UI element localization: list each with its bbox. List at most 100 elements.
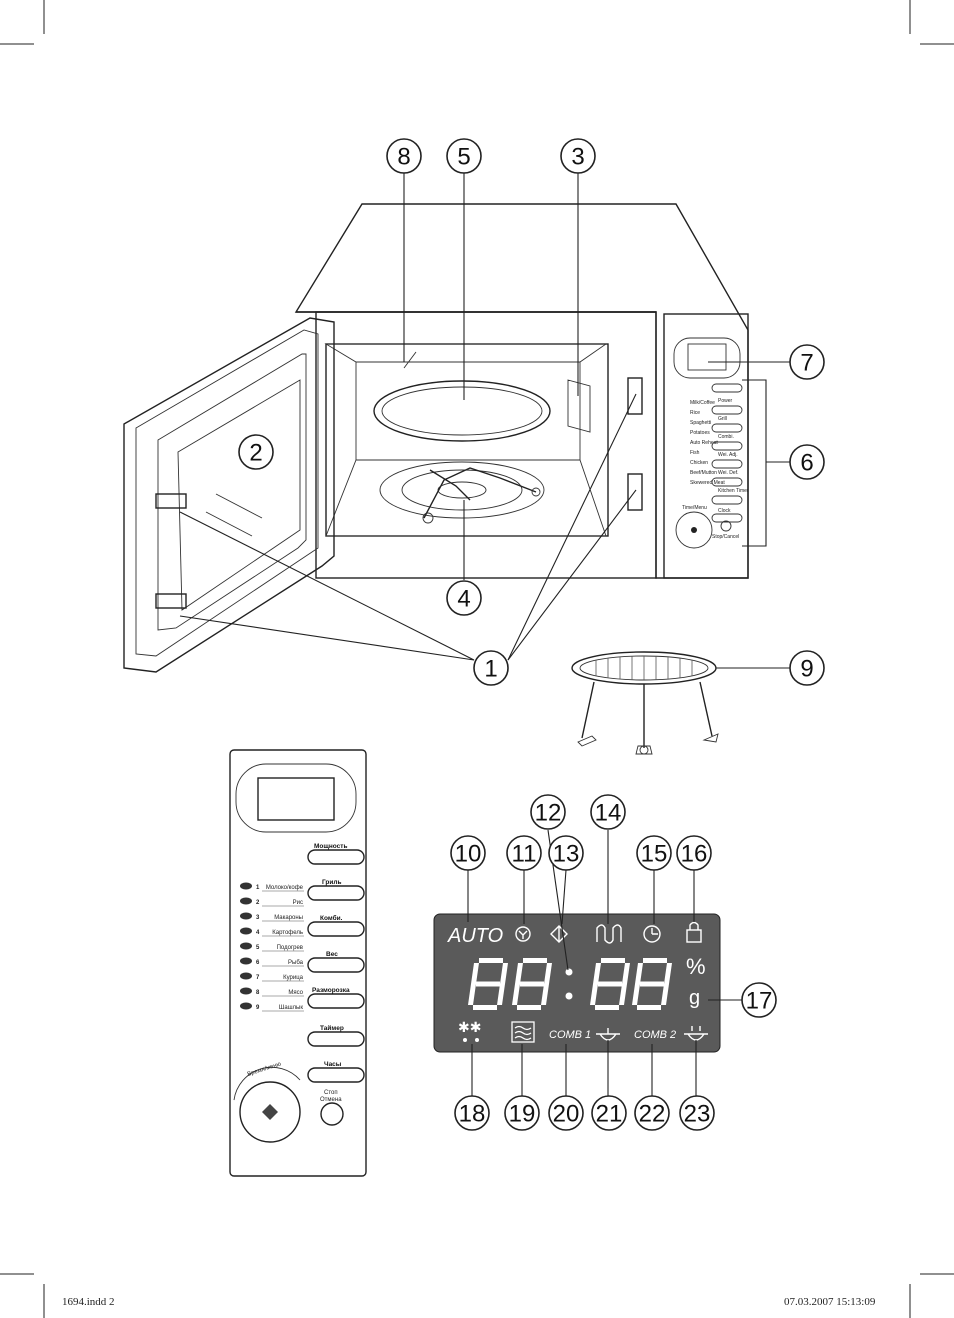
food-icon: [240, 942, 252, 950]
ru-menu-label: Молоко/кофе: [266, 885, 304, 891]
svg-text:16: 16: [681, 841, 708, 868]
svg-text:22: 22: [639, 1101, 666, 1128]
svg-text:11: 11: [512, 841, 537, 868]
lock-icon: [686, 929, 702, 943]
digit-segment: [468, 984, 476, 1005]
ru-menu-item: 2 Рис: [240, 897, 304, 907]
svg-text:12: 12: [535, 800, 562, 827]
food-icon: [240, 912, 252, 920]
svg-text:2: 2: [249, 440, 262, 467]
callout-16: 16: [676, 835, 712, 871]
digit-segment: [595, 1005, 619, 1010]
food-icon: [240, 1002, 252, 1010]
callout-5: 5: [446, 138, 482, 174]
callout-7: 7: [789, 344, 825, 380]
ru-dial-label: Время/меню: [247, 1061, 283, 1078]
food-icon: [240, 882, 252, 890]
display-comb2: COMB 2: [634, 1029, 676, 1041]
callout-11: 11: [506, 835, 542, 871]
digit-segment: [632, 984, 640, 1005]
digit-segment: [643, 958, 667, 963]
digit-segment: [476, 981, 500, 987]
oven-btn-grill: Grill: [718, 416, 727, 422]
ru-control-panel: Мощность Гриль Комби. Вес Разморозка Тай…: [229, 749, 367, 1177]
oven-btn-clock: Clock: [718, 508, 731, 514]
display-percent: %: [686, 954, 706, 979]
clock-icon: [643, 925, 661, 943]
ru-btn-weight-label: Вес: [326, 951, 338, 958]
digit-segment: [622, 963, 630, 984]
ru-menu-label: Шашлык: [279, 1005, 303, 1011]
svg-text:17: 17: [746, 988, 773, 1015]
svg-text:4: 4: [457, 586, 470, 613]
ru-menu-number: 5: [256, 945, 260, 951]
oven-dial-label: Time/Menu: [682, 505, 707, 511]
svg-text:20: 20: [553, 1101, 580, 1128]
digit-segment: [593, 963, 601, 984]
svg-text:15: 15: [641, 841, 668, 868]
svg-text:18: 18: [459, 1101, 486, 1128]
digit-segment: [512, 984, 520, 1005]
svg-text:13: 13: [553, 841, 580, 868]
digit-segment: [601, 958, 625, 963]
ru-buttons: [307, 849, 365, 1083]
oven-btn-power: Power: [718, 398, 733, 404]
lcd-display: AUTO % g ✱✱ COMB 1: [433, 913, 721, 1053]
callout-6: 6: [789, 444, 825, 480]
digit-segment: [544, 963, 552, 984]
ru-btn-clock-label: Часы: [324, 1061, 342, 1068]
oven-btn-wei-adj: Wei. Adj.: [718, 452, 738, 458]
food-icon: [240, 987, 252, 995]
svg-text:✱✱: ✱✱: [458, 1020, 481, 1036]
callout-4: 4: [446, 580, 482, 616]
svg-text:21: 21: [596, 1101, 623, 1128]
svg-text:6: 6: [800, 450, 813, 477]
svg-text:5: 5: [457, 144, 470, 171]
svg-text:Potatoes: Potatoes: [690, 430, 710, 436]
callout-19: 19: [504, 1095, 540, 1131]
callout-13: 13: [548, 835, 584, 871]
callout-10: 10: [450, 835, 486, 871]
ru-menu-label: Рис: [293, 900, 303, 906]
microwave-icon: [550, 925, 568, 943]
ru-menu-label: Мясо: [288, 990, 303, 996]
colon-dot-lower: [565, 992, 573, 1000]
display-comb1: COMB 1: [549, 1029, 591, 1041]
ru-stop-label-2: Отмена: [320, 1097, 342, 1103]
svg-text:9: 9: [800, 656, 813, 683]
digit-segment: [637, 1005, 661, 1010]
callout-14: 14: [590, 794, 626, 830]
callout-15: 15: [636, 835, 672, 871]
svg-text:Rice: Rice: [690, 410, 700, 416]
digit-segment: [515, 963, 523, 984]
svg-text:8: 8: [397, 144, 410, 171]
svg-text:19: 19: [509, 1101, 536, 1128]
svg-text:1: 1: [484, 656, 497, 683]
callout-9: 9: [789, 650, 825, 686]
svg-text:Chicken: Chicken: [690, 460, 708, 466]
digit-segment: [497, 984, 505, 1005]
display-gram: g: [689, 987, 700, 1009]
callout-23: 23: [679, 1095, 715, 1131]
digit-segment: [541, 984, 549, 1005]
oven-dial: [675, 511, 713, 549]
ru-btn-combi-label: Комби.: [320, 914, 343, 922]
ru-menu-number: 1: [256, 885, 260, 891]
digit-segment: [471, 963, 479, 984]
microwave-oven: Power Grill Combi. Wei. Adj. Wei. Def. K…: [123, 203, 749, 673]
svg-text:Milk/Coffee: Milk/Coffee: [690, 400, 715, 406]
ru-menu-number: 2: [256, 900, 260, 906]
ru-menu-number: 7: [256, 975, 260, 981]
ru-btn-defrost-label: Разморозка: [312, 987, 350, 994]
callout-20: 20: [548, 1095, 584, 1131]
svg-text:Spaghetti: Spaghetti: [690, 420, 711, 426]
callout-21: 21: [591, 1095, 627, 1131]
ru-menu-label: Рыба: [288, 960, 304, 966]
colon-dot-upper: [565, 968, 573, 976]
